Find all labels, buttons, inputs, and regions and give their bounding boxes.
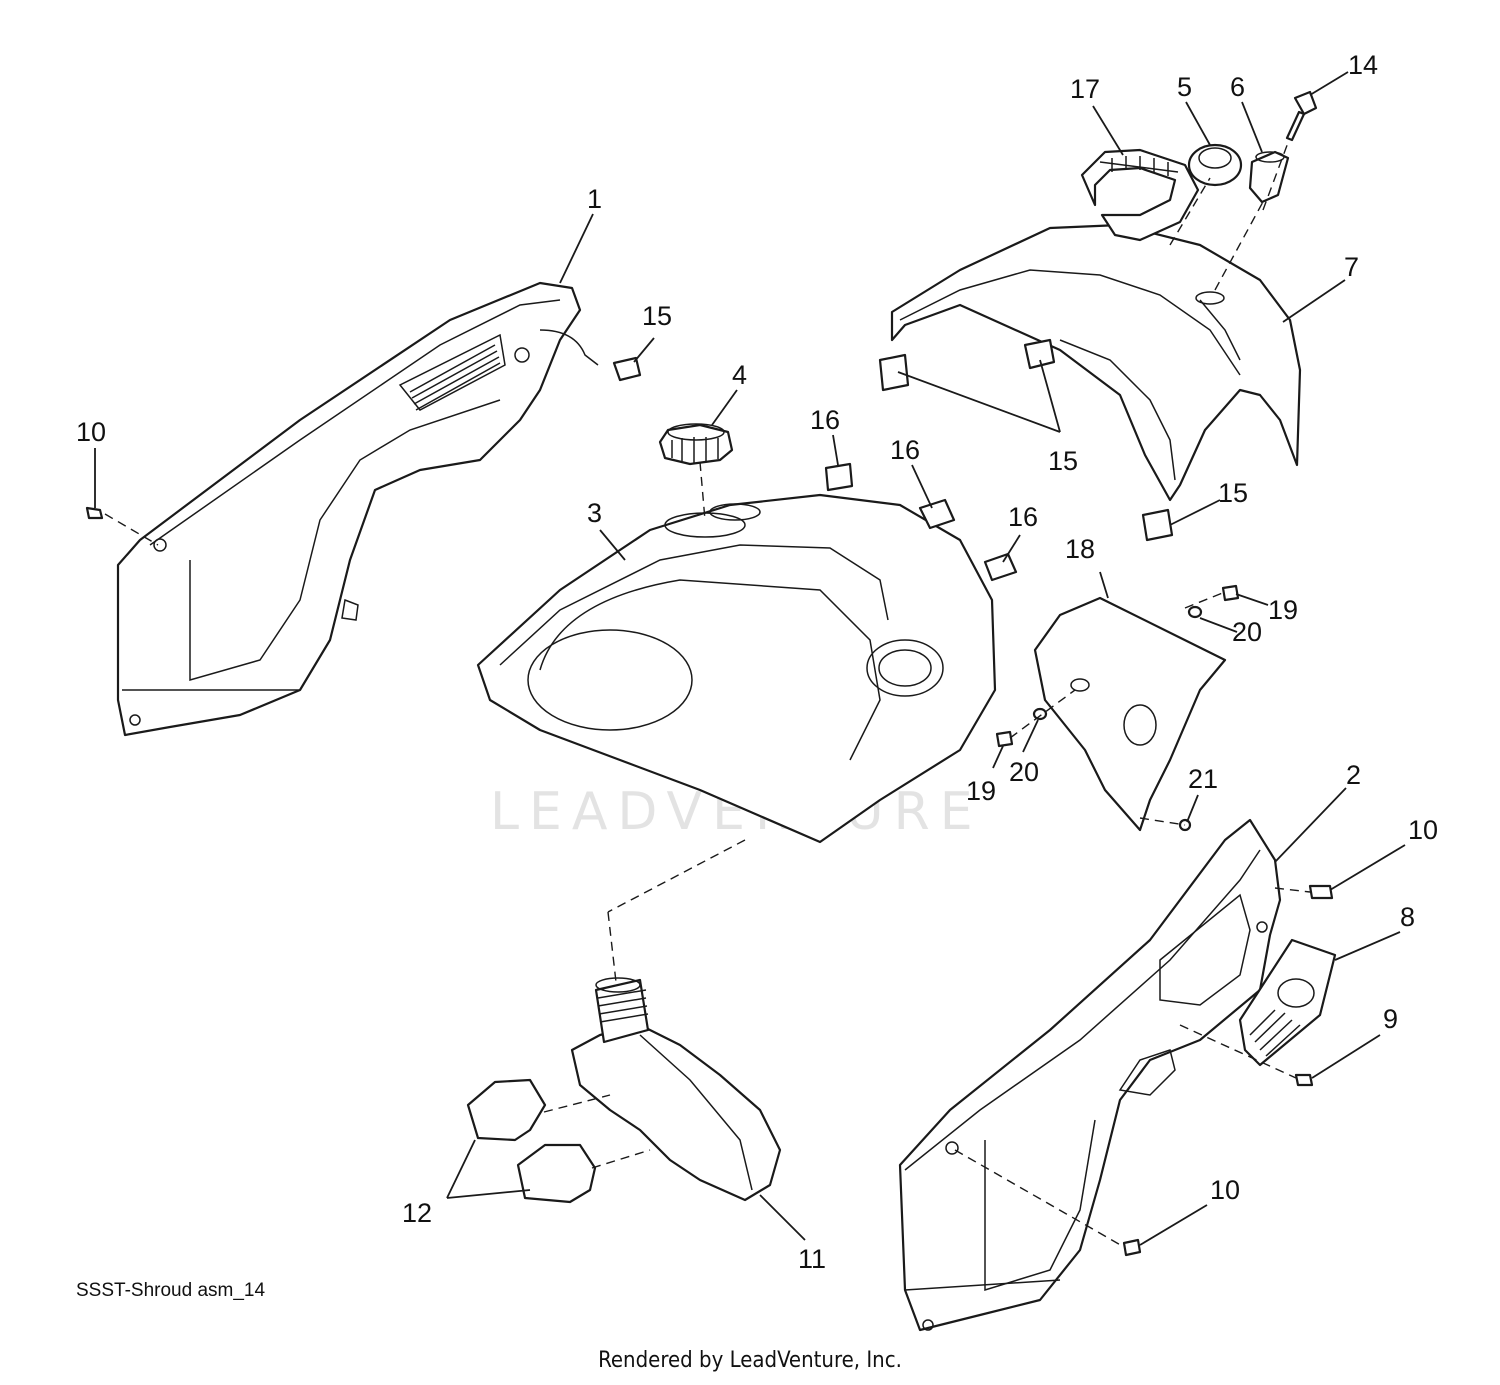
diagram-caption: SSST-Shroud asm_14 bbox=[76, 1280, 266, 1301]
callout-16-b: 16 bbox=[890, 435, 920, 465]
part-11-fuel-tank bbox=[570, 977, 782, 1202]
part-18-bracket-cover bbox=[1033, 596, 1227, 832]
leader-lines bbox=[94, 71, 1406, 1246]
callout-18: 18 bbox=[1065, 534, 1095, 564]
callout-19-upper: 19 bbox=[1268, 595, 1298, 625]
assembly-lines bbox=[104, 139, 1311, 1248]
part-4-fuel-cap bbox=[658, 423, 734, 466]
callout-7: 7 bbox=[1344, 252, 1359, 282]
callout-17: 17 bbox=[1070, 74, 1100, 104]
callout-3: 3 bbox=[587, 498, 602, 528]
callout-20-upper: 20 bbox=[1232, 617, 1262, 647]
callout-labels: 1 2 3 4 5 6 7 8 9 10 10 10 11 12 14 15 1… bbox=[76, 50, 1438, 1274]
part-16-clips bbox=[824, 462, 1018, 582]
rendered-by-footer: Rendered by LeadVenture, Inc. bbox=[598, 1348, 902, 1373]
callout-16-a: 16 bbox=[810, 405, 840, 435]
callout-16-c: 16 bbox=[1008, 502, 1038, 532]
part-3-center-cover bbox=[476, 493, 997, 844]
callout-9: 9 bbox=[1383, 1004, 1398, 1034]
part-12-tank-straps bbox=[466, 1078, 597, 1204]
part-17-handle bbox=[1080, 148, 1200, 242]
part-1-left-side-panel bbox=[116, 281, 599, 737]
callout-15-upper-left: 15 bbox=[642, 301, 672, 331]
callout-1: 1 bbox=[587, 184, 602, 214]
callout-10-bottom: 10 bbox=[1210, 1175, 1240, 1205]
callout-2: 2 bbox=[1346, 760, 1361, 790]
part-7-console bbox=[890, 223, 1302, 502]
part-5-knob bbox=[1187, 143, 1243, 187]
callout-5: 5 bbox=[1177, 72, 1192, 102]
callout-20-lower: 20 bbox=[1009, 757, 1039, 787]
callout-11: 11 bbox=[798, 1244, 826, 1274]
part-15-clips-console bbox=[878, 338, 1174, 542]
part-14-key bbox=[1285, 90, 1318, 142]
callout-4: 4 bbox=[732, 360, 747, 390]
callout-15-console: 15 bbox=[1048, 446, 1078, 476]
hardware-fasteners bbox=[85, 506, 1334, 1257]
part-8-grille-plate bbox=[1238, 938, 1337, 1067]
part-6-ignition-switch bbox=[1248, 150, 1290, 204]
callout-10-right: 10 bbox=[1408, 815, 1438, 845]
callout-12: 12 bbox=[402, 1198, 432, 1228]
part-15-clip-upper-left bbox=[612, 356, 642, 382]
part-2-right-side-panel bbox=[898, 818, 1282, 1332]
callout-10-left: 10 bbox=[76, 417, 106, 447]
callout-19-lower: 19 bbox=[966, 776, 996, 806]
callout-21: 21 bbox=[1188, 764, 1218, 794]
callout-14: 14 bbox=[1348, 50, 1378, 80]
callout-8: 8 bbox=[1400, 902, 1415, 932]
callout-15-lower-right: 15 bbox=[1218, 478, 1248, 508]
callout-6: 6 bbox=[1230, 72, 1245, 102]
